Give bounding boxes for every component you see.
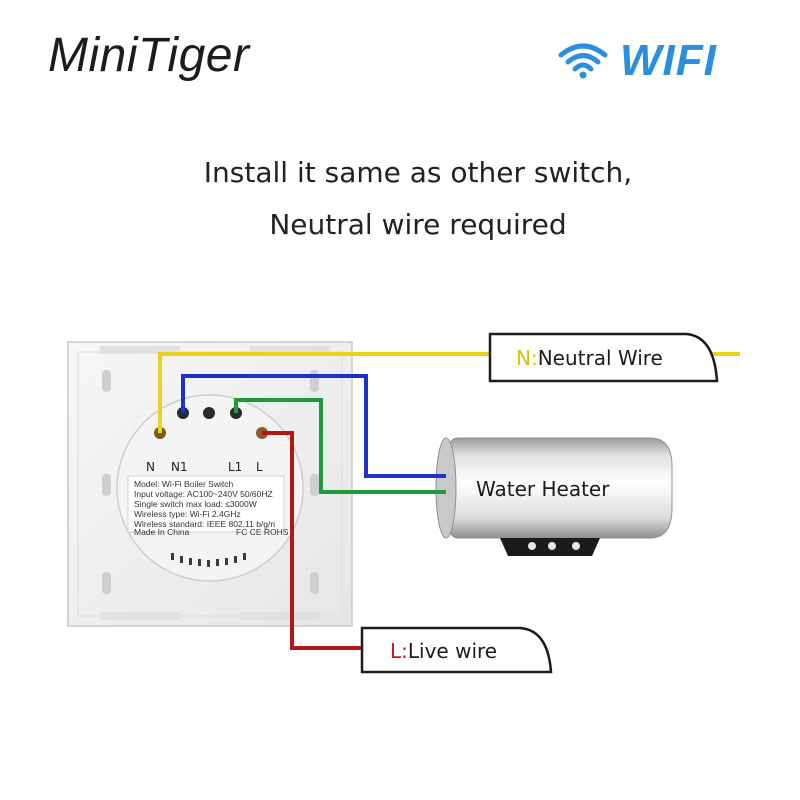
wifi-icon bbox=[558, 43, 608, 79]
spec-input-voltage: Input voltage: AC100~240V 50/60HZ bbox=[134, 489, 273, 499]
live-tag-text: Live wire bbox=[408, 639, 497, 663]
terminal-label-n1: N1 bbox=[171, 460, 188, 474]
live-tag-prefix: L: bbox=[390, 639, 408, 663]
live-wire-tag: L:Live wire bbox=[360, 626, 553, 674]
live-wire bbox=[262, 431, 362, 650]
spec-label: Model: Wi-Fi Boiler Switch Input voltage… bbox=[127, 475, 289, 537]
water-heater: Water Heater bbox=[435, 437, 673, 556]
neutral-tag-prefix: N: bbox=[516, 346, 538, 370]
terminal-label-l: L bbox=[256, 460, 263, 474]
svg-text:L:Live wire: L:Live wire bbox=[390, 639, 497, 663]
spec-wireless-type: Wireless type: Wi-Fi 2.4GHz bbox=[134, 509, 241, 519]
spec-max-load: Single switch max load: ≤3000W bbox=[134, 499, 257, 509]
wifi-label: WIFI bbox=[620, 36, 717, 85]
spec-model: Model: Wi-Fi Boiler Switch bbox=[134, 479, 233, 489]
spec-cert-marks: FC CE ROHS bbox=[236, 527, 289, 537]
spec-made-in: Made In China bbox=[134, 527, 190, 537]
terminal-label-l1: L1 bbox=[228, 460, 242, 474]
blue-wire bbox=[181, 374, 446, 478]
svg-text:N:Neutral Wire: N:Neutral Wire bbox=[516, 346, 663, 370]
neutral-tag-text: Neutral Wire bbox=[538, 346, 663, 370]
spec-wireless-standard: Wireless standard: IEEE 802.11 b/g/n bbox=[134, 519, 275, 529]
caption-line-2: Neutral wire required bbox=[269, 208, 567, 241]
terminal-label-n: N bbox=[146, 460, 155, 474]
caption-line-1: Install it same as other switch, bbox=[203, 156, 633, 189]
wifi-badge: WIFI bbox=[558, 36, 717, 86]
neutral-wire-tag: N:Neutral Wire bbox=[488, 332, 719, 383]
brand-logo-text: MiniTiger bbox=[48, 29, 250, 82]
green-wire bbox=[234, 398, 446, 494]
water-heater-label: Water Heater bbox=[476, 477, 610, 501]
